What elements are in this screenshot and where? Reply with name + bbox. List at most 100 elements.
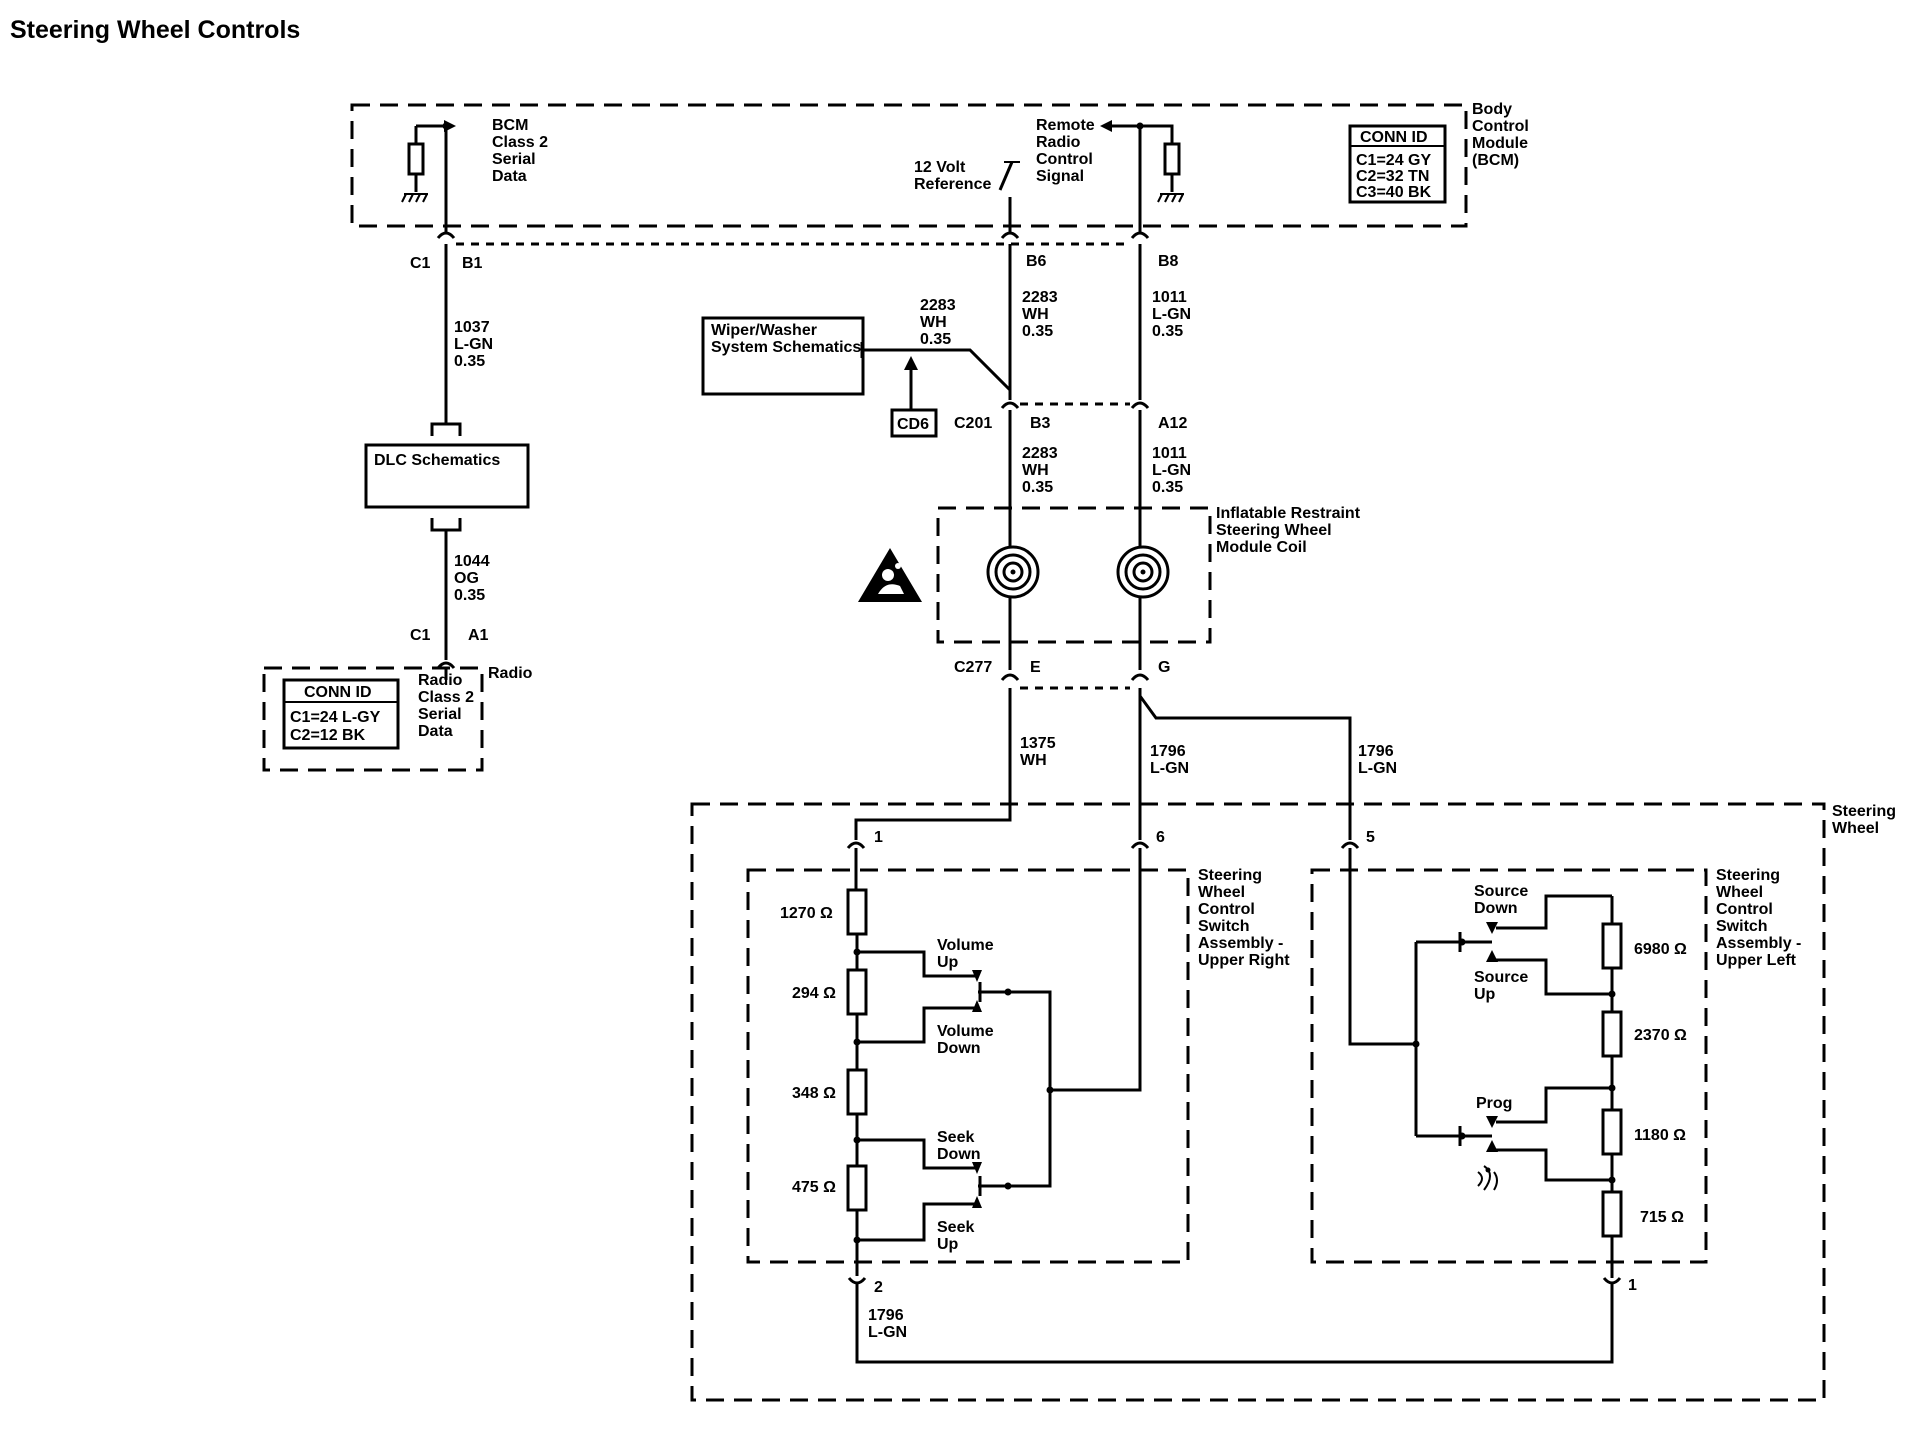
upper-right-outline [746,868,1190,1264]
radio-label: Radio [488,665,533,682]
wire-1044-label: 1044 OG 0.35 [454,553,494,604]
bcm-label: Body Control Module (BCM) [1472,101,1533,169]
conn-id-row: C2=32 TN [1356,168,1429,185]
connector-label-sw-left-1: 1 [1628,1277,1637,1294]
upper-left-label: Steering Wheel Control Switch Assembly -… [1716,867,1806,969]
seek-down-label: Seek Down [937,1129,981,1163]
connector-b3 [1000,401,1020,409]
connector-label-b3: B3 [1030,415,1051,432]
seek-up-switch[interactable]: Seek Up [857,1196,982,1253]
seek-down-switch[interactable]: Seek Down [857,1129,982,1174]
bcm-module: Body Control Module (BCM) CONN ID C1=24 … [350,101,1533,232]
steering-wheel-outline [690,802,1826,1402]
bcm-12v-reference: 12 Volt Reference [914,159,1020,232]
prog-switch[interactable]: Prog [1476,1086,1612,1128]
wire-1011-b8-label: 1011 L-GN 0.35 [1152,289,1196,340]
connector-g [1130,673,1150,681]
source-up-label: Source Up [1474,969,1533,1003]
bcm-class2-label: BCM Class 2 Serial Data [492,117,553,185]
connector-sw-2 [847,1277,867,1285]
connector-label-b6: B6 [1026,253,1047,270]
upper-left-outline [1310,868,1708,1264]
resistor-2370-label: 2370 Ω [1634,1027,1687,1044]
connector-b8 [1130,231,1150,239]
connector-label-sw-6: 6 [1156,829,1165,846]
12v-reference-label: 12 Volt Reference [914,159,991,193]
connector-sw-left-1 [1602,1277,1622,1285]
bcm-left-internal: BCM Class 2 Serial Data [401,117,553,232]
conn-id-header: CONN ID [304,684,372,701]
resistor-348 [846,1068,868,1116]
source-down-switch[interactable]: Source Down [1474,883,1612,934]
conn-id-row: C3=40 BK [1356,184,1432,201]
wire-2283-b3-label: 2283 WH 0.35 [1022,445,1062,496]
wire-1796-g-label: 1796 L-GN [1150,743,1190,777]
conn-id-row: C1=24 GY [1356,152,1431,169]
connector-label-sw-1: 1 [874,829,883,846]
volume-down-label: Volume Down [937,1023,998,1057]
bcm-outline [350,103,1468,228]
dlc-schematics-block[interactable] [364,443,530,509]
seek-up-label: Seek Up [937,1219,979,1253]
wire-2283-wiper-label: 2283 WH 0.35 [920,297,960,348]
page-title: Steering Wheel Controls [10,16,301,44]
prog-label: Prog [1476,1095,1512,1112]
resistor-6980-label: 6980 Ω [1634,941,1687,958]
connector-label-c277: C277 [954,659,992,676]
upper-right-label: Steering Wheel Control Switch Assembly -… [1198,867,1290,969]
conn-id-row: C1=24 L-GY [290,709,381,726]
wire-1011-a12-label: 1011 L-GN 0.35 [1152,445,1196,496]
c277-connector-row: C277 E G [954,659,1170,690]
conn-id-row: C2=12 BK [290,727,366,744]
coil-label: Inflatable Restraint Steering Wheel Modu… [1216,505,1364,556]
wire-2283-b6-label: 2283 WH 0.35 [1022,289,1062,340]
wiper-washer-label: Wiper/Washer System Schematics [711,322,861,356]
resistor-715 [1601,1190,1623,1238]
voice-icon [1477,1165,1498,1191]
bcm-connector-row: C1 B1 B6 B8 [410,231,1179,272]
source-down-label: Source Down [1474,883,1533,917]
resistor-1270-label: 1270 Ω [780,905,833,922]
coil-module: Inflatable Restraint Steering Wheel Modu… [936,505,1364,670]
wiper-washer-block[interactable] [701,316,865,396]
connector-a12 [1130,401,1150,409]
connector-label-sw-5: 5 [1366,829,1375,846]
coil-outline [936,506,1212,644]
connector-label-e: E [1030,659,1041,676]
connector-b6 [1000,231,1020,239]
resistor-2370 [1601,1010,1623,1058]
resistor-6980 [1601,922,1623,970]
volume-down-switch[interactable]: Volume Down [857,1000,998,1057]
resistor-294-label: 294 Ω [792,985,836,1002]
bcm-conn-id-table: CONN ID C1=24 GY C2=32 TN C3=40 BK [1348,124,1447,204]
airbag-warning-icon [858,548,922,602]
volume-up-switch[interactable]: Volume Up [857,937,998,982]
radio-class2-label: Radio Class 2 Serial Data [418,672,479,740]
source-up-switch[interactable]: Source Up [1474,950,1612,1003]
resistor-715-label: 715 Ω [1640,1209,1684,1226]
ground-icon [401,193,428,203]
connector-e [1000,673,1020,681]
clockspring-coil-icon [1116,545,1170,599]
connector-label-b1: B1 [462,255,483,272]
connector-label-g: G [1158,659,1170,676]
connector-label-radio-a1: A1 [468,627,489,644]
connector-b1 [436,231,456,239]
cd6-block[interactable] [890,408,938,438]
resistor-1270 [846,888,868,936]
radio-module: Radio Radio Class 2 Serial Data CONN ID … [262,665,533,772]
dlc-schematics-label: DLC Schematics [374,452,500,469]
connector-label-c1: C1 [410,255,431,272]
bcm-remote-radio: Remote Radio Control Signal [1036,117,1184,232]
voice-switch[interactable] [1477,1140,1612,1191]
steering-wheel-module: Steering Wheel 1 6 5 Steering Wheel Cont… [690,802,1900,1402]
resistor-475-label: 475 Ω [792,1179,836,1196]
ground-icon [1157,193,1184,203]
resistor-294 [846,968,868,1016]
cd6-label: CD6 [897,416,929,433]
switch-assembly-upper-right: Steering Wheel Control Switch Assembly -… [746,848,1290,1276]
connector-sw-5 [1340,841,1360,849]
resistor-475 [846,1164,868,1212]
radio-conn-id-table: CONN ID C1=24 L-GY C2=12 BK [282,678,400,750]
steering-wheel-label: Steering Wheel [1832,803,1900,837]
